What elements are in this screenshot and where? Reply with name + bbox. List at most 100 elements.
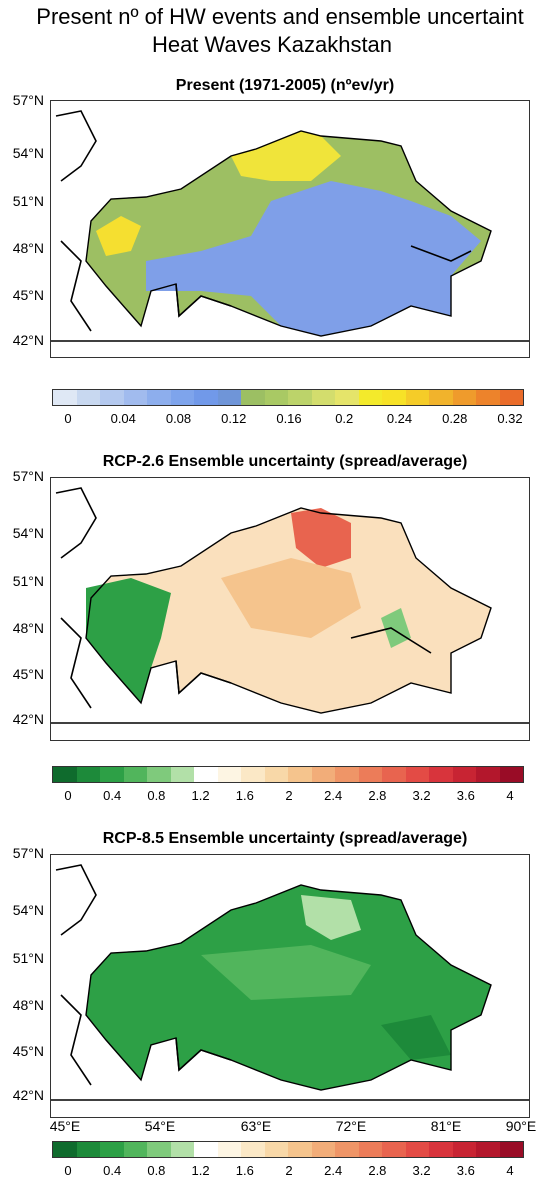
colorbar-swatch — [170, 1142, 194, 1157]
colorbar-tick-label: 2.4 — [324, 1163, 343, 1178]
colorbar-swatch — [311, 390, 335, 405]
lon-label: 90°E — [505, 1118, 537, 1134]
map-rcp26 — [50, 477, 530, 741]
colorbar-swatch — [194, 390, 218, 405]
light-region — [301, 895, 361, 940]
colorbar-swatch — [264, 390, 288, 405]
colorbar-tick-label: 2.8 — [368, 1163, 387, 1178]
low-region — [146, 181, 481, 336]
colorbar-tick-label: 1.6 — [235, 788, 254, 803]
colorbar-swatch — [264, 1142, 288, 1157]
lat-label: 51°N — [12, 573, 44, 589]
colorbar-swatch — [53, 767, 77, 782]
colorbar-swatch — [405, 1142, 429, 1157]
map-rcp85-svg — [51, 864, 529, 1101]
colorbar-swatch — [241, 1142, 265, 1157]
colorbar-swatch — [335, 390, 359, 405]
colorbar-swatch — [288, 1142, 312, 1157]
lat-label: 42°N — [12, 711, 44, 727]
colorbar-tick-label: 1.6 — [235, 1163, 254, 1178]
colorbar-swatch — [429, 767, 453, 782]
map-rcp26-svg — [51, 487, 529, 724]
colorbar-tick-label: 0.2 — [335, 411, 354, 426]
low-region-west — [86, 578, 171, 703]
colorbar-swatch — [241, 767, 265, 782]
map-present-svg — [51, 110, 529, 342]
colorbar-swatch — [100, 1142, 124, 1157]
colorbar-swatch — [123, 1142, 147, 1157]
lat-label: 42°N — [12, 332, 44, 348]
colorbar-swatch — [405, 767, 429, 782]
colorbar-tick-label: 0.16 — [276, 411, 302, 426]
colorbar-tick-label: 0.8 — [147, 788, 166, 803]
colorbar-swatch — [358, 1142, 382, 1157]
colorbar-swatch — [217, 767, 241, 782]
colorbar-swatch — [53, 1142, 77, 1157]
lat-label: 57°N — [12, 468, 44, 484]
colorbar-tick-label: 2 — [285, 788, 293, 803]
colorbar-swatch — [429, 1142, 453, 1157]
lat-label: 57°N — [12, 845, 44, 861]
colorbar-swatch — [100, 767, 124, 782]
colorbar-swatch — [76, 1142, 100, 1157]
colorbar-tick-label: 4 — [506, 788, 514, 803]
colorbar-tick-label: 3.2 — [412, 788, 431, 803]
colorbar-tick-label: 3.6 — [456, 1163, 475, 1178]
lat-label: 45°N — [12, 1043, 44, 1059]
lon-label: 81°E — [430, 1118, 462, 1134]
map-present — [50, 100, 530, 358]
lon-label: 54°E — [144, 1118, 176, 1134]
colorbar-swatch — [170, 390, 194, 405]
colorbar-tick-label: 0.8 — [147, 1163, 166, 1178]
colorbar-tick-label: 0 — [64, 411, 72, 426]
colorbar-tick-label: 0.12 — [221, 411, 247, 426]
colorbar-swatch — [382, 390, 406, 405]
map-rcp85 — [50, 854, 530, 1118]
colorbar-tick-label: 1.2 — [191, 788, 210, 803]
colorbar-swatch — [264, 767, 288, 782]
mid-region — [221, 558, 361, 638]
lat-label: 54°N — [12, 902, 44, 918]
colorbar-tick-label: 0.4 — [103, 788, 122, 803]
colorbar-swatch — [217, 1142, 241, 1157]
colorbar-swatch — [405, 390, 429, 405]
colorbar-swatch — [499, 1142, 523, 1157]
colorbar-swatch — [123, 767, 147, 782]
colorbar-tick-label: 0 — [64, 1163, 72, 1178]
colorbar-swatch — [147, 767, 171, 782]
lat-label: 48°N — [12, 240, 44, 256]
colorbar-swatch — [452, 1142, 476, 1157]
lat-label: 54°N — [12, 525, 44, 541]
lon-label: 63°E — [240, 1118, 272, 1134]
colorbar-swatch — [476, 390, 500, 405]
colorbar-tick-label: 2.4 — [324, 788, 343, 803]
colorbar-swatch — [194, 1142, 218, 1157]
colorbar-swatch — [452, 767, 476, 782]
colorbar-swatch — [452, 390, 476, 405]
colorbar-swatch — [76, 767, 100, 782]
lat-label: 45°N — [12, 666, 44, 682]
colorbar-present — [52, 389, 524, 406]
colorbar-swatch — [358, 767, 382, 782]
colorbar-swatch — [100, 390, 124, 405]
colorbar-tick-label: 0.08 — [165, 411, 192, 426]
colorbar-swatch — [429, 390, 453, 405]
colorbar-tick-label: 2 — [285, 1163, 293, 1178]
colorbar-swatch — [123, 390, 147, 405]
lat-label: 54°N — [12, 145, 44, 161]
kazakhstan-border — [85, 507, 492, 714]
lon-label: 72°E — [335, 1118, 367, 1134]
colorbar-swatch — [382, 767, 406, 782]
coastline — [51, 864, 529, 1101]
colorbar-tick-label: 0.4 — [103, 1163, 122, 1178]
colorbar-tick-label: 4 — [506, 1163, 514, 1178]
colorbar-swatch — [288, 390, 312, 405]
colorbar-rcp26 — [52, 766, 524, 783]
colorbar-tick-label: 1.2 — [191, 1163, 210, 1178]
colorbar-swatch — [311, 1142, 335, 1157]
colorbar-tick-label: 3.2 — [412, 1163, 431, 1178]
dark-region — [381, 1015, 451, 1060]
colorbar-tick-label: 0.32 — [497, 411, 523, 426]
colorbar-swatch — [241, 390, 265, 405]
lon-label: 45°E — [49, 1118, 81, 1134]
